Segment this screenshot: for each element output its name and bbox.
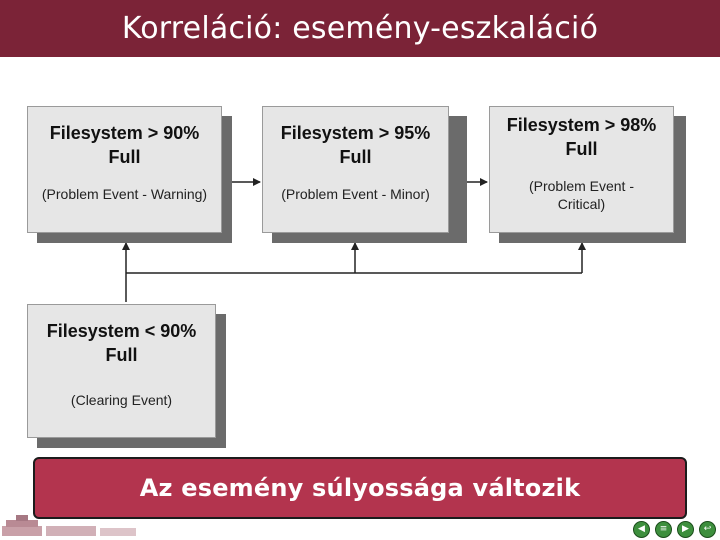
- event-box-title: Filesystem > 95% Full: [280, 123, 431, 167]
- severity-banner: Az esemény súlyossága változik: [33, 457, 687, 519]
- event-box-subtitle: (Problem Event - Minor): [281, 186, 430, 202]
- nav-prev-icon[interactable]: ◀: [633, 521, 650, 538]
- slide-title: Korreláció: esemény-eszkaláció: [121, 11, 599, 46]
- event-box-subtitle: (Problem Event - Warning): [41, 186, 208, 202]
- university-logo: [2, 515, 136, 536]
- event-box-title: Filesystem > 90% Full: [49, 123, 200, 167]
- event-box-subtitle: (Problem Event - Critical): [528, 178, 635, 212]
- event-box-title: Filesystem < 90% Full: [46, 321, 197, 365]
- event-box-title: Filesystem > 98% Full: [506, 115, 657, 159]
- clearing-event-box: Filesystem < 90% Full (Clearing Event): [27, 304, 226, 448]
- nav-toc-icon[interactable]: ≡: [655, 521, 672, 538]
- event-box-98: Filesystem > 98% Full (Problem Event - C…: [489, 106, 690, 243]
- event-box-90: Filesystem > 90% Full (Problem Event - W…: [27, 106, 232, 243]
- nav-return-icon[interactable]: ↩: [699, 521, 716, 538]
- event-box-subtitle: (Clearing Event): [70, 392, 173, 408]
- event-box-95: Filesystem > 95% Full (Problem Event - M…: [262, 106, 467, 243]
- banner-text: Az esemény súlyossága változik: [139, 474, 581, 502]
- nav-next-icon[interactable]: ▶: [677, 521, 694, 538]
- slide-navigation: ◀ ≡ ▶ ↩: [633, 521, 716, 538]
- slide-title-bar: Korreláció: esemény-eszkaláció: [0, 0, 720, 57]
